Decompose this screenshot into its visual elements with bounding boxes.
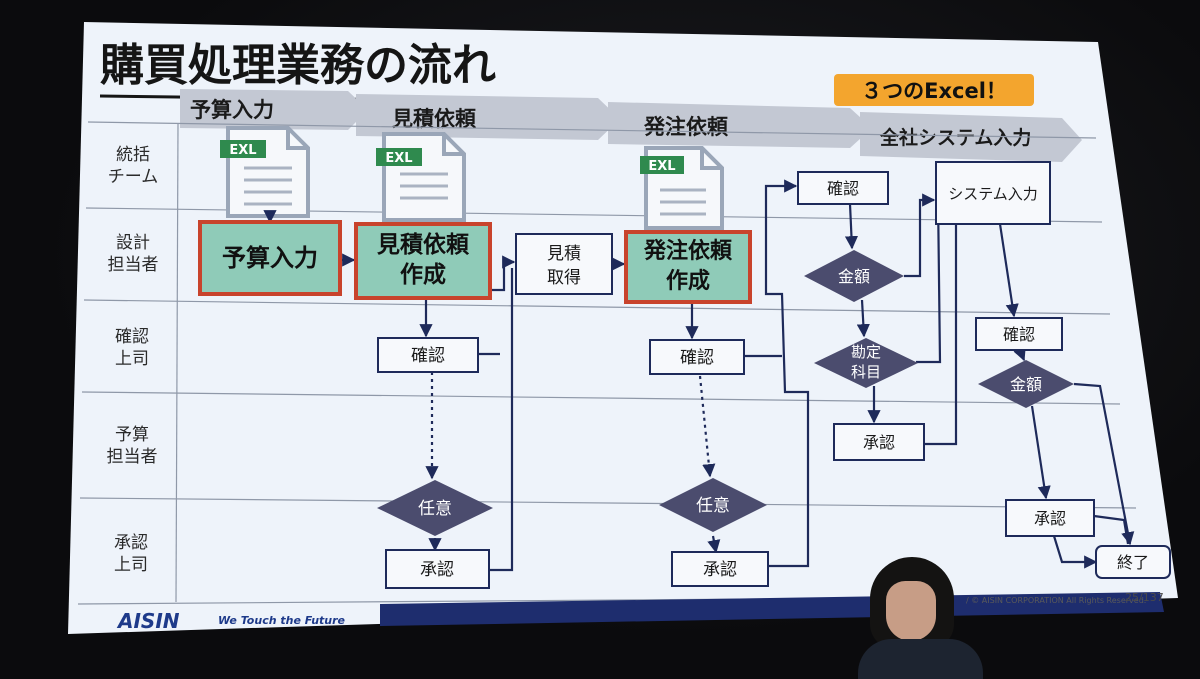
svg-text:作成: 作成 bbox=[400, 262, 446, 288]
svg-text:予算: 予算 bbox=[115, 425, 149, 445]
node-budget-input: 予算入力 bbox=[198, 220, 342, 296]
svg-text:金額: 金額 bbox=[838, 267, 870, 286]
lane-label-budget-staff: 予算 担当者 bbox=[107, 425, 158, 467]
svg-text:承認: 承認 bbox=[1034, 509, 1066, 528]
svg-text:上司: 上司 bbox=[114, 555, 148, 575]
svg-text:確認: 確認 bbox=[827, 179, 859, 198]
phase-arrow-system bbox=[860, 112, 1082, 162]
node-confirm-system: 確認 bbox=[797, 171, 889, 205]
node-approve-order: 承認 bbox=[671, 551, 769, 587]
svg-text:EXL: EXL bbox=[648, 159, 675, 174]
decision-amount: 金額 bbox=[804, 250, 904, 302]
svg-text:チーム: チーム bbox=[108, 167, 159, 187]
lane-label-management: 統括 チーム bbox=[108, 145, 159, 187]
phase-arrow-quote bbox=[356, 94, 620, 140]
page-number: 25/137 bbox=[1125, 591, 1164, 604]
node-approve-final: 承認 bbox=[1005, 499, 1095, 537]
node-order-request: 発注依頼 作成 bbox=[624, 230, 752, 304]
svg-text:取得: 取得 bbox=[547, 268, 581, 288]
excel-count-badge bbox=[834, 74, 1034, 106]
decision-optional-order: 任意 bbox=[659, 478, 767, 532]
footer-brand-logo: AISIN bbox=[116, 609, 180, 633]
footer-tagline: We Touch the Future bbox=[218, 614, 346, 627]
slide-surface bbox=[68, 22, 1178, 634]
svg-text:任意: 任意 bbox=[418, 499, 452, 519]
svg-text:承認: 承認 bbox=[863, 433, 895, 452]
presenter-person bbox=[858, 553, 983, 679]
svg-text:任意: 任意 bbox=[696, 496, 730, 516]
node-approve-system: 承認 bbox=[833, 423, 925, 461]
svg-text:予算入力: 予算入力 bbox=[222, 244, 318, 272]
footer-copyright: / © AISIN CORPORATION All Rights Reserve… bbox=[966, 596, 1146, 605]
svg-text:設計: 設計 bbox=[116, 233, 150, 253]
svg-text:担当者: 担当者 bbox=[108, 255, 159, 275]
svg-text:EXL: EXL bbox=[385, 151, 412, 166]
decision-amount-final: 金額 bbox=[978, 360, 1074, 408]
phase-label-system: 全社システム入力 bbox=[879, 126, 1031, 149]
footer-band bbox=[380, 592, 1164, 626]
svg-text:終了: 終了 bbox=[1117, 553, 1149, 572]
presenter-jacket bbox=[858, 639, 983, 679]
presenter-face bbox=[886, 581, 936, 641]
excel-file-icon: EXL bbox=[640, 146, 724, 230]
svg-text:担当者: 担当者 bbox=[107, 447, 158, 467]
svg-text:発注依頼: 発注依頼 bbox=[643, 238, 733, 264]
node-confirm-quote: 確認 bbox=[377, 337, 479, 373]
svg-text:承認: 承認 bbox=[703, 560, 737, 580]
svg-text:確認: 確認 bbox=[115, 327, 149, 347]
lane-label-reviewer: 確認 上司 bbox=[115, 327, 149, 369]
phase-arrow-order bbox=[608, 102, 872, 148]
svg-text:確認: 確認 bbox=[1003, 325, 1035, 344]
node-approve-quote: 承認 bbox=[385, 549, 490, 589]
svg-text:上司: 上司 bbox=[115, 349, 149, 369]
lane-label-approver: 承認 上司 bbox=[114, 533, 148, 575]
excel-file-icon: EXL bbox=[376, 132, 466, 222]
lane-label-designer: 設計 担当者 bbox=[108, 233, 159, 275]
svg-text:EXL: EXL bbox=[229, 143, 256, 158]
excel-file-icon: EXL bbox=[220, 126, 310, 218]
phase-label-budget: 予算入力 bbox=[190, 98, 274, 122]
svg-text:勘定: 勘定 bbox=[851, 343, 881, 361]
excel-count-badge-text: ３つのExcel！ bbox=[861, 79, 1007, 103]
node-confirm-order: 確認 bbox=[649, 339, 745, 375]
svg-text:システム入力: システム入力 bbox=[948, 185, 1038, 203]
svg-text:作成: 作成 bbox=[666, 269, 710, 294]
node-quote-request: 見積依頼 作成 bbox=[354, 222, 492, 300]
svg-text:金額: 金額 bbox=[1010, 375, 1042, 394]
svg-text:確認: 確認 bbox=[680, 348, 714, 368]
phase-label-order: 発注依頼 bbox=[643, 115, 729, 139]
slide-title: 購買処理業務の流れ bbox=[100, 40, 496, 91]
node-confirm-final: 確認 bbox=[975, 317, 1063, 351]
svg-text:承認: 承認 bbox=[114, 533, 148, 553]
flow-connectors bbox=[263, 179, 1135, 572]
node-system-input: システム入力 bbox=[935, 161, 1051, 225]
svg-text:承認: 承認 bbox=[420, 560, 454, 580]
svg-text:科目: 科目 bbox=[851, 363, 881, 381]
node-end: 終了 bbox=[1095, 545, 1171, 579]
svg-text:確認: 確認 bbox=[411, 346, 445, 366]
svg-text:見積依頼: 見積依頼 bbox=[377, 231, 470, 258]
phase-arrow-budget bbox=[180, 89, 368, 130]
svg-text:見積: 見積 bbox=[547, 244, 581, 264]
decision-account: 勘定 科目 bbox=[814, 338, 918, 388]
svg-text:統括: 統括 bbox=[116, 145, 150, 165]
node-quote-obtain: 見積 取得 bbox=[515, 233, 613, 295]
decision-optional-quote: 任意 bbox=[377, 480, 493, 536]
